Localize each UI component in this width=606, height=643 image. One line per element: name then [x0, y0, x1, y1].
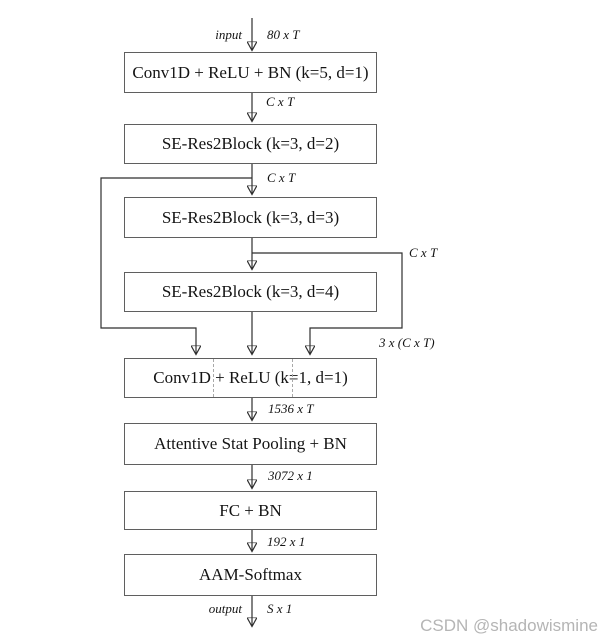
dim-label-after-se3: C x T [409, 245, 438, 260]
dim-label-after-se2: C x T [267, 170, 296, 185]
block-label: Attentive Stat Pooling + BN [154, 434, 347, 453]
dim-label-after-fc: 192 x 1 [267, 534, 306, 549]
concat-divider-right [292, 359, 293, 397]
output-dim-label: S x 1 [267, 601, 293, 616]
block-label: SE-Res2Block (k=3, d=3) [161, 207, 340, 227]
block-label: Conv1D + ReLU + BN (k=5, d=1) [132, 62, 369, 82]
connector-skip-left [100, 177, 252, 354]
block-aam-softmax: AAM-Softmax [124, 554, 377, 596]
output-label: output [208, 601, 242, 616]
block-label: FC + BN [219, 500, 282, 520]
block-conv1d-relu: Conv1D + ReLU (k=1, d=1) [124, 358, 377, 398]
csdn-watermark: CSDN @shadowismine [420, 616, 598, 635]
dim-label-concat: 3 x (C x T) [379, 335, 435, 350]
input-label: input [215, 27, 242, 42]
block-conv1d-relu-bn: Conv1D + ReLU + BN (k=5, d=1) [124, 52, 377, 93]
block-se-res2block-d3: SE-Res2Block (k=3, d=3) [124, 197, 377, 238]
input-dim-label: 80 x T [267, 27, 300, 42]
dim-label-after-pooling: 3072 x 1 [268, 468, 313, 483]
concat-divider-left [213, 359, 214, 397]
block-label: SE-Res2Block (k=3, d=4) [161, 282, 340, 301]
dim-label-after-conv1: C x T [266, 94, 295, 109]
block-label: Conv1D + ReLU (k=1, d=1) [153, 368, 348, 387]
dim-label-after-conv2: 1536 x T [268, 401, 314, 416]
block-fc-bn: FC + BN [124, 491, 377, 530]
block-label: AAM-Softmax [199, 565, 302, 584]
block-label: SE-Res2Block (k=3, d=2) [161, 134, 340, 153]
block-se-res2block-d2: SE-Res2Block (k=3, d=2) [124, 124, 377, 164]
connector-skip-right [252, 252, 403, 354]
block-attentive-stat-pooling: Attentive Stat Pooling + BN [124, 423, 377, 465]
block-se-res2block-d4: SE-Res2Block (k=3, d=4) [124, 272, 377, 312]
